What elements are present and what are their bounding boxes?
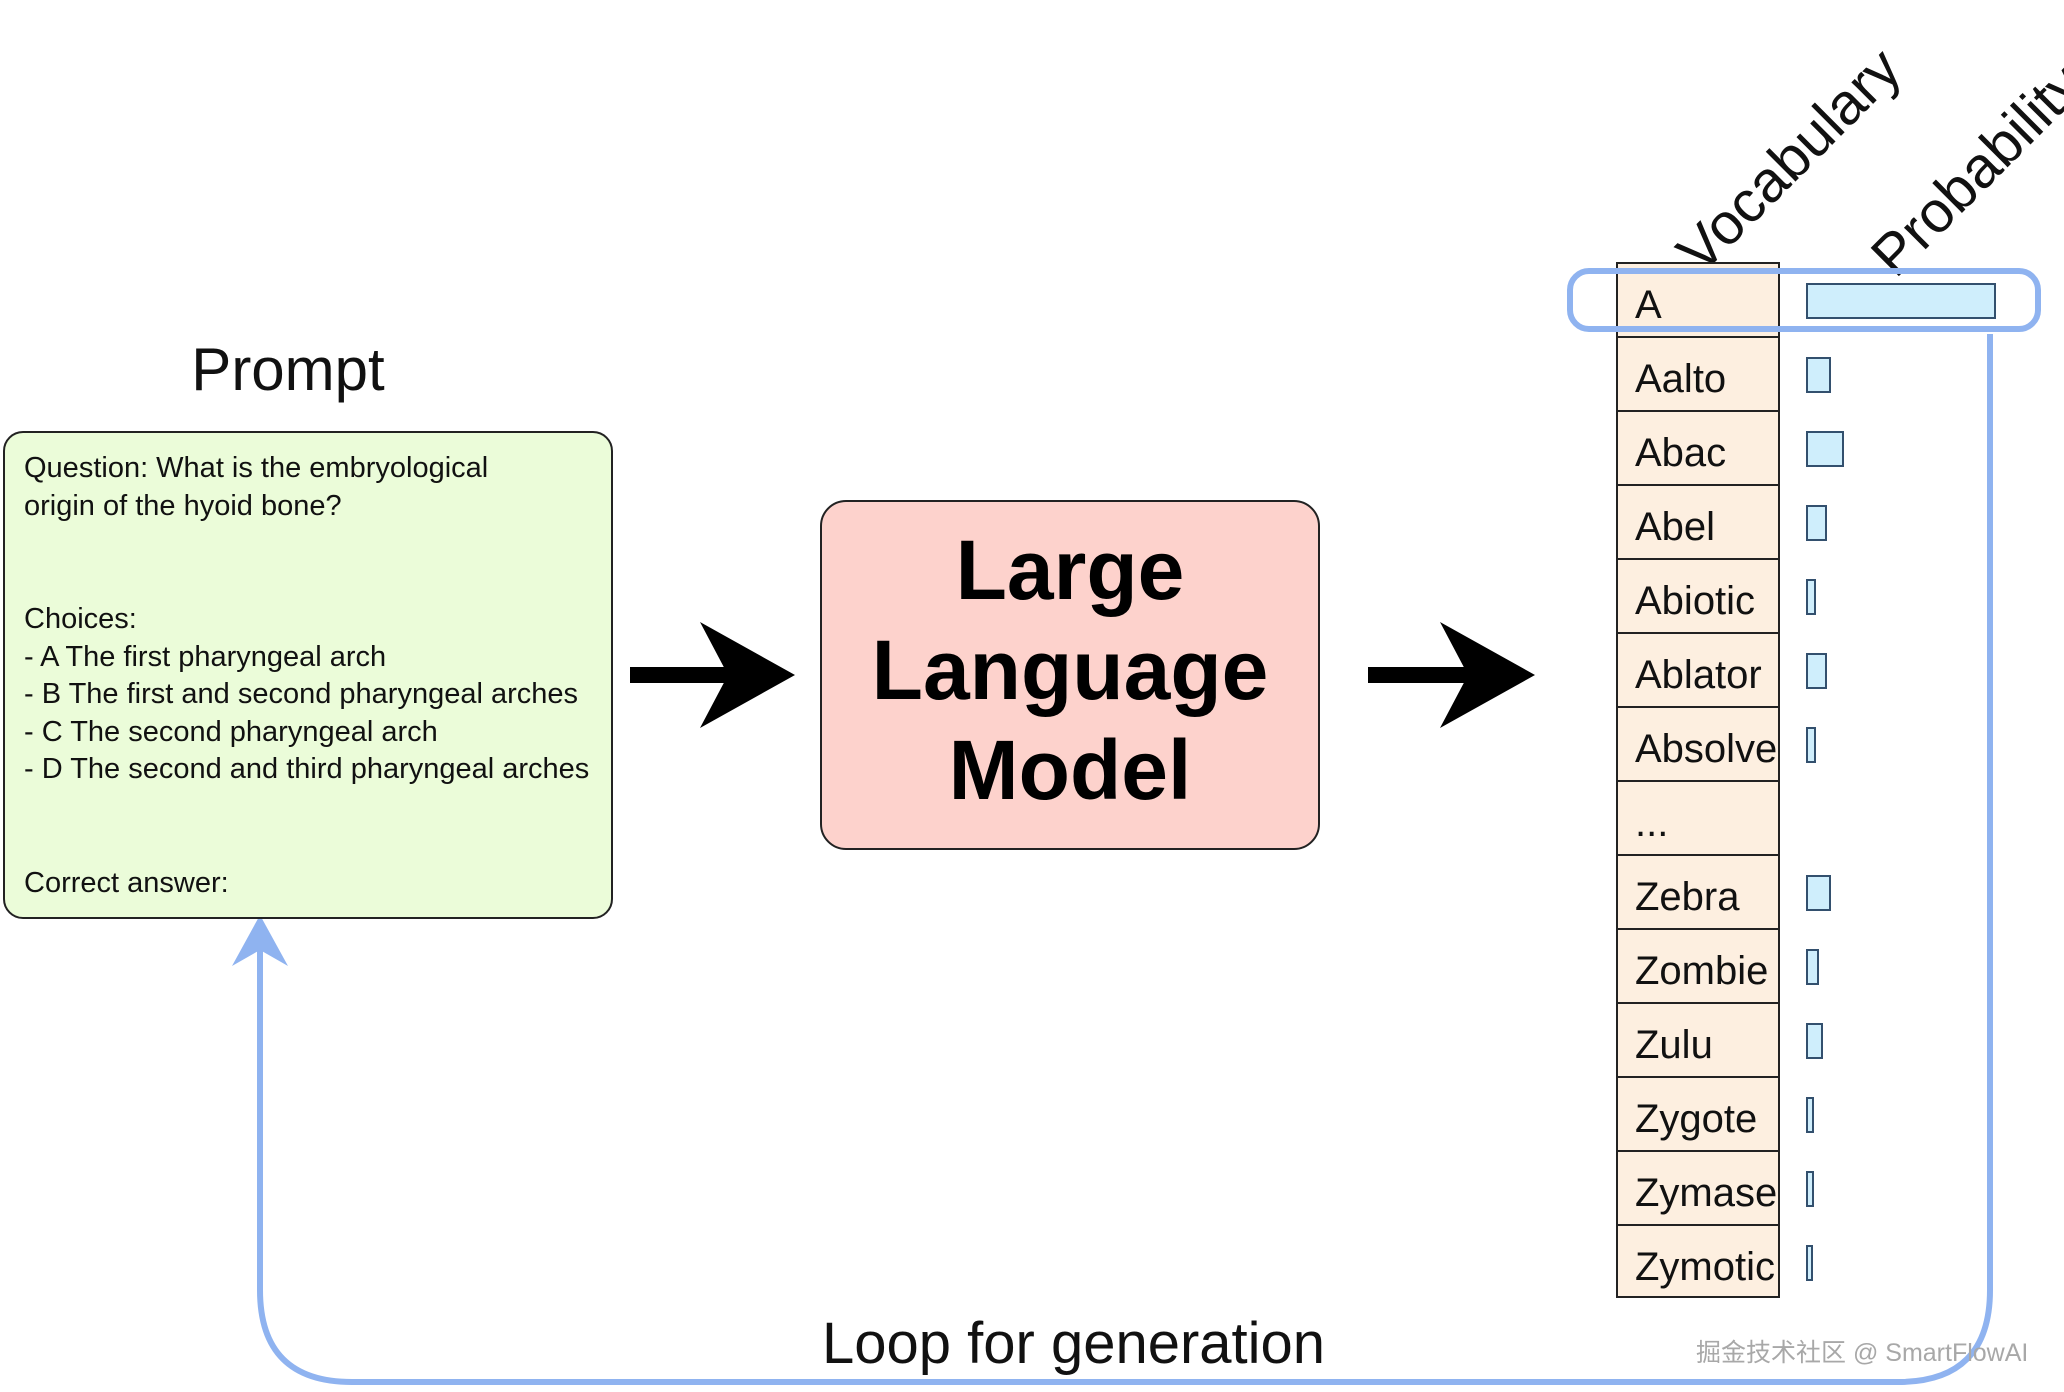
llm-label-line-1: Large [955,523,1185,617]
prompt-question-line-1: Question: What is the embryological [24,452,489,484]
prob-bar [1806,505,1827,541]
vocab-token: A [1635,283,1662,327]
prob-bar [1806,579,1816,615]
vocab-row: Ablator [1616,632,1780,704]
prompt-choice-a: - A The first pharyngeal arch [24,641,387,673]
vocab-token: ... [1635,801,1669,845]
prompt-question-line-2: origin of the hyoid bone? [24,490,342,522]
vocab-token: Zymotic [1635,1245,1775,1289]
prob-bar [1806,431,1844,467]
prob-bar [1806,1171,1814,1207]
llm-label-line-3: Model [948,723,1192,817]
prompt-choice-c: - C The second pharyngeal arch [24,716,438,748]
prob-bar [1806,1097,1814,1133]
watermark: 掘金技术社区 @ SmartFlowAI [1696,1339,2029,1367]
vocab-token: Aalto [1635,357,1727,401]
prob-bar [1806,727,1816,763]
vocab-row: Zulu [1616,1002,1780,1074]
prob-bar [1806,949,1819,985]
vocab-row: A [1616,262,1780,334]
vocab-token: Abiotic [1635,579,1756,623]
prompt-answer-label: Correct answer: [24,867,229,899]
arrow-model-to-vocab [1368,622,1535,728]
vocab-token: Zymase [1635,1171,1778,1215]
loop-label: Loop for generation [822,1311,1326,1376]
vocab-row: ... [1616,780,1780,852]
vocab-token: Zombie [1635,949,1769,993]
prob-bar [1806,283,1996,319]
llm-label-line-2: Language [871,623,1269,717]
llm-box: Large Language Model [820,500,1320,850]
vocab-row: Zymotic [1616,1224,1780,1296]
top-token-highlight [1567,268,2041,332]
vocab-token: Absolve [1635,727,1778,771]
loop-arrow-head [232,915,288,966]
prompt-choices-label: Choices: [24,603,137,635]
prompt-title: Prompt [191,336,385,403]
prob-bar [1806,1023,1823,1059]
loop-arrow-line [257,334,1993,1385]
prob-bar [1806,875,1831,911]
vocab-row: Zymase [1616,1150,1780,1222]
prompt-choice-b: - B The first and second pharyngeal arch… [24,678,579,710]
vocab-row: Absolve [1616,706,1780,778]
vocab-token: Abel [1635,505,1716,549]
vocab-row: Abel [1616,484,1780,556]
vocab-token: Ablator [1635,653,1762,697]
vocab-row: Abiotic [1616,558,1780,630]
vocab-row: Abac [1616,410,1780,482]
vocab-row: Zombie [1616,928,1780,1000]
vocab-row: Zygote [1616,1076,1780,1148]
prob-bar [1806,357,1831,393]
arrow-prompt-to-model [630,622,795,728]
prob-bar [1806,1245,1813,1281]
vocab-token: Zebra [1635,875,1740,919]
vocab-token: Abac [1635,431,1727,475]
prompt-box [3,431,613,919]
vocab-row: Aalto [1616,336,1780,408]
vocab-token: Zulu [1635,1023,1713,1067]
prompt-choice-d: - D The second and third pharyngeal arch… [24,753,590,785]
prob-bar [1806,653,1827,689]
vocab-row: Zebra [1616,854,1780,926]
vocab-token: Zygote [1635,1097,1758,1141]
